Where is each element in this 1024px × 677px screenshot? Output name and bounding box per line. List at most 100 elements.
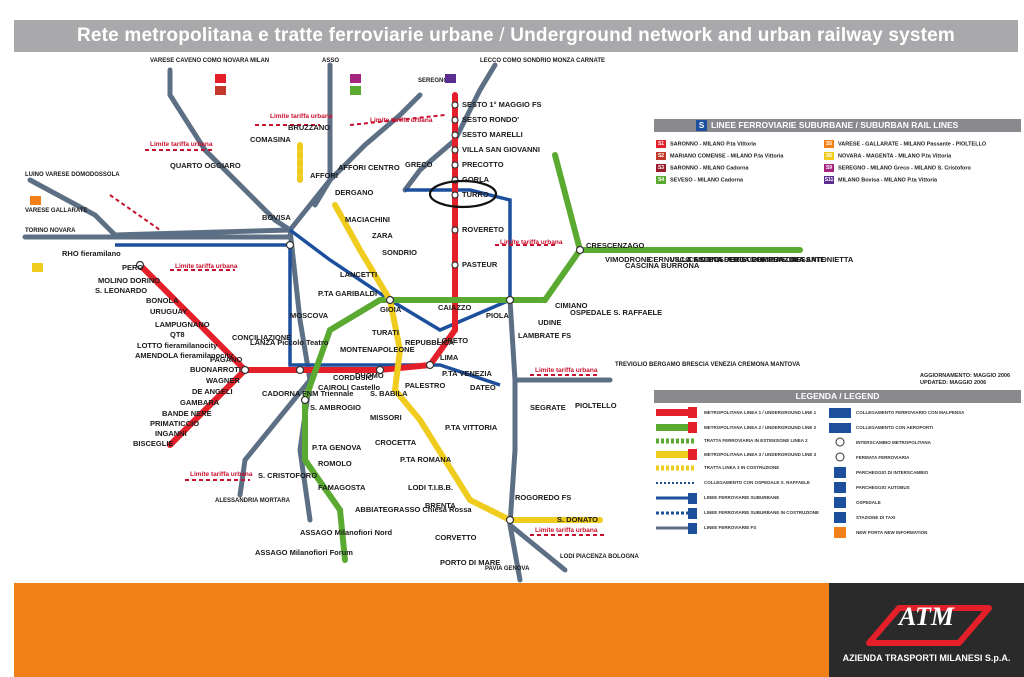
- station-label: CASCINA DE PECCHI: [688, 255, 765, 264]
- station-label: S. AMBROGIO: [310, 403, 361, 412]
- station-label: TURRO: [462, 190, 489, 199]
- station-label: DATEO: [470, 383, 496, 392]
- update-note: AGGIORNAMENTO: MAGGIO 2006 UPDATED: MAGG…: [920, 373, 1010, 387]
- station-label: CORDUSIO: [333, 373, 374, 382]
- tariff-limit-label: Limite tariffa urbana: [190, 471, 253, 478]
- direction-varese-gallarate: VARESE GALLARATE: [25, 208, 87, 214]
- station-label: GAMBARA: [180, 398, 220, 407]
- direction-lecco: LECCO COMO SONDRIO MONZA CARNATE: [480, 58, 605, 64]
- rail-alessandria: [237, 377, 313, 498]
- legend-item: LINEE FERROVIARIE SUBURBANE: [704, 495, 780, 500]
- legend-item: TRATTA FERROVIARIA IN ESTENSIONE LINEA 2: [704, 438, 808, 443]
- tariff-limit-label: Limite tariffa urbana: [370, 117, 433, 124]
- title-english: Underground network and urban railway sy…: [510, 25, 956, 46]
- station-label: ROGOREDO FS: [515, 493, 571, 502]
- station-label: BISCEGLIE: [133, 439, 173, 448]
- station-label: OSPEDALE S. RAFFAELE: [570, 308, 662, 317]
- rail-lambrate-rogoredo: [507, 297, 518, 528]
- turro-highlight-circle: [428, 179, 498, 209]
- rail-seregno: [287, 92, 423, 233]
- m2-green-line: [302, 152, 803, 563]
- station-label: CADORNA FNM Triennale: [262, 389, 353, 398]
- line-label: MILANO Bovisa - MILANO P.ta Vittoria: [838, 177, 938, 184]
- direction-asso: ASSO: [322, 58, 339, 64]
- station-label: INGANNI: [155, 429, 187, 438]
- station-label: PIOLTELLO: [575, 401, 617, 410]
- station-label: CAIROLI Castello: [318, 383, 381, 392]
- station-label: P.TA ROMANA: [400, 455, 452, 464]
- station-label: LODI T.I.B.B.: [408, 483, 453, 492]
- station-label: PASTEUR: [462, 260, 498, 269]
- title-separator: /: [499, 25, 505, 46]
- station-label: S. DONATO: [557, 515, 598, 524]
- legend-item: METROPOLITANA LINEA 2 / UNDERGROUND LINE…: [704, 425, 817, 430]
- legend-item: PARCHEGGIO DI INTERSCAMBIO: [856, 470, 929, 475]
- tariff-limit-label: Limite tariffa urbana: [535, 527, 598, 534]
- station-label: LAMPUGNANO: [155, 320, 210, 329]
- station-label: P.TA VITTORIA: [445, 423, 498, 432]
- line-label: SEREGNO - MILANO Greco - MILANO S. Crist…: [838, 165, 971, 172]
- station-label: CASCINA BURRONA: [625, 261, 700, 270]
- station-label: CAIAZZO: [438, 303, 471, 312]
- station-label: RHO fieramilano: [62, 249, 121, 258]
- station-label: PRECOTTO: [462, 160, 504, 169]
- station-label: AFFORI: [310, 171, 338, 180]
- station-label: S. CRISTOFORO: [258, 471, 317, 480]
- legend-header: LEGENDA / LEGEND: [654, 390, 1021, 403]
- line-label: SARONNO - MILANO P.ta Vittoria: [670, 141, 756, 148]
- station-label: LOTTO fieramilanocity: [137, 341, 218, 350]
- direction-seregno: SEREGNO: [418, 78, 448, 84]
- station-label: BRENTA: [425, 501, 456, 510]
- station-label: ASSAGO Milanofiori Forum: [255, 548, 353, 557]
- map-title-bar: Rete metropolitana e tratte ferroviarie …: [14, 20, 1018, 52]
- station-label: URUGUAY: [150, 307, 187, 316]
- m1-red-line: [137, 92, 458, 448]
- line-code: S11: [824, 176, 834, 184]
- station-label: BUONARROTI: [190, 365, 241, 374]
- station-label: WAGNER: [206, 376, 240, 385]
- footer-banner: [14, 583, 829, 677]
- station-label: VILLA SAN GIOVANNI: [462, 145, 540, 154]
- atm-company-name: AZIENDA TRASPORTI MILANESI S.p.A.: [842, 653, 1011, 663]
- legend-item: LINEE FERROVIARIE FS: [704, 525, 757, 530]
- station-label: VILLA POMPEA: [728, 255, 785, 264]
- line-code: S3: [656, 164, 666, 172]
- direction-pavia: PAVIA GENOVA: [485, 566, 530, 572]
- tariff-limit-label: Limite tariffa urbana: [535, 367, 598, 374]
- s-badge-icon: S: [696, 120, 707, 131]
- station-label: CERNUSCO S.N.: [648, 255, 708, 264]
- station-label: MISSORI: [370, 413, 402, 422]
- metro-map[interactable]: Limite tariffa urbana Limite tariffa urb…: [0, 55, 1024, 585]
- station-label: ASSAGO Milanofiori Nord: [300, 528, 393, 537]
- suburban-tags: [30, 74, 456, 272]
- station-label: LIMA: [440, 353, 459, 362]
- station-label: ABBIATEGRASSO Chiesa Rossa: [355, 505, 472, 514]
- legend-item: METROPOLITANA LINEA 1 / UNDERGROUND LINE…: [704, 410, 817, 415]
- station-label: SONDRIO: [382, 248, 417, 257]
- tariff-limit-label: Limite tariffa urbana: [150, 141, 213, 148]
- line-label: NOVARA - MAGENTA - MILANO P.ta Vittoria: [838, 153, 952, 160]
- legend-item: PARCHEGGIO AUTOBUS: [856, 485, 910, 490]
- station-label: VILLA FIORITA: [670, 255, 723, 264]
- line-code: S5: [824, 140, 834, 148]
- station-label: S. LEONARDO: [95, 286, 147, 295]
- station-label: MACIACHINI: [345, 215, 390, 224]
- station-label: AFFORI CENTRO: [338, 163, 400, 172]
- station-label: S. BABILA: [370, 389, 408, 398]
- station-label: SESTO RONDO': [462, 115, 519, 124]
- rail-luino: [27, 177, 293, 238]
- legend-item: NEW PORTA NEW INFORMATION: [856, 530, 928, 535]
- direction-treviglio: TREVIGLIO BERGAMO BRESCIA VENEZIA CREMON…: [615, 362, 801, 368]
- station-label: CORVETTO: [435, 533, 477, 542]
- legend-body: METROPOLITANA LINEA 1 / UNDERGROUND LINE…: [654, 405, 1021, 545]
- update-line: UPDATED: MAGGIO 2006: [920, 380, 987, 386]
- tariff-limit-label: Limite tariffa urbana: [270, 113, 333, 120]
- legend-item: TRATTA LINEA 3 IN COSTRUZIONE: [704, 465, 780, 470]
- station-label: AMENDOLA fieramilanocity: [135, 351, 234, 360]
- station-label: BRUZZANO: [288, 123, 330, 132]
- station-dots: [135, 101, 585, 525]
